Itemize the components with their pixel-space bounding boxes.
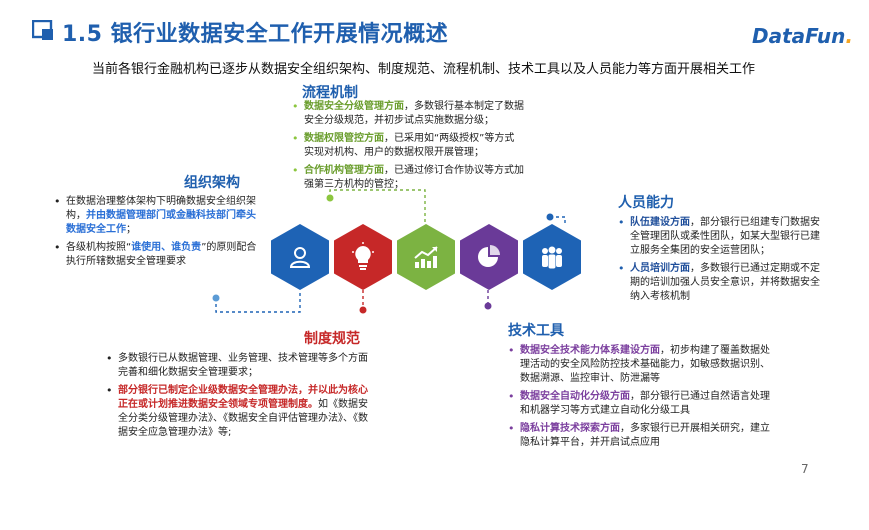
list-item: 人员培训方面，多数银行已通过定期或不定期的培训加强人员安全意识，并将数据安全纳入…	[618, 262, 824, 304]
datafun-logo: DataFun.	[752, 24, 853, 48]
tech-list: 数据安全技术能力体系建设方面，初步构建了覆盖数据处理活动的安全风险防控技术基础能…	[508, 344, 770, 454]
policy-item-1-text: 多数银行已从数据管理、业务管理、技术管理等多个方面完善和细化数据安全管理要求；	[118, 353, 368, 378]
process-title: 流程机制	[302, 85, 358, 101]
org-item-2-suffix: ”的原则配合执行所辖数据安全管理要求	[66, 242, 257, 267]
org-item-1-suffix: ；	[126, 224, 136, 235]
tech-item-3-keyword: 隐私计算技术探索方面	[520, 423, 620, 434]
tech-item-1-keyword: 数据安全技术能力体系建设方面	[520, 345, 660, 356]
list-item: 数据权限管控方面，已采用如“两级授权”等方式实现对机构、用户的数据权限开展管理；	[292, 132, 524, 160]
pie-chart-icon	[478, 245, 500, 267]
org-title: 组织架构	[184, 175, 240, 191]
org-item-2-text: 各级机构按照“	[66, 242, 132, 253]
process-item-3-keyword: 合作机构管理方面	[304, 165, 384, 176]
title-square-icon	[32, 20, 53, 40]
page-subtitle: 当前各银行金融机构已逐步从数据安全组织架构、制度规范、流程机制、技术工具以及人员…	[92, 62, 756, 77]
process-list: 数据安全分级管理方面，多数银行基本制定了数据安全分级规范，并初步试点实施数据分级…	[292, 100, 524, 196]
org-list: 在数据治理整体架构下明确数据安全组织架构，并由数据管理部门或金融科技部门牵头数据…	[54, 195, 264, 273]
process-item-1-keyword: 数据安全分级管理方面	[304, 101, 404, 112]
list-item: 隐私计算技术探索方面，多家银行已开展相关研究，建立隐私计算平台，并开启试点应用	[508, 422, 770, 450]
people-item-1-text: ，部分银行已组建专门数据安全管理团队或柔性团队，如某大型银行已建立服务全集团的安…	[630, 217, 820, 256]
person-icon	[289, 247, 311, 268]
process-item-3-text: ，已通过修订合作协议等方式加强第三方机构的管控；	[304, 165, 524, 190]
process-item-2-text: ，已采用如“两级授权”等方式实现对机构、用户的数据权限开展管理；	[304, 133, 515, 158]
process-item-2-keyword: 数据权限管控方面	[304, 133, 384, 144]
tech-item-2-keyword: 数据安全自动化分级方面	[520, 391, 630, 402]
people-item-2-keyword: 人员培训方面	[630, 263, 690, 274]
policy-item-2-text: 如《数据安全分类分级管理办法》、《数据安全自评估管理办法》、《数据安全应急管理办…	[118, 399, 368, 438]
org-item-1-keyword: 并由数据管理部门或金融科技部门牵头数据安全工作	[66, 210, 256, 235]
tech-item-2-text: ，部分银行已通过自然语言处理和机器学习等方式建立自动化分级工具	[520, 391, 770, 416]
people-list: 队伍建设方面，部分银行已组建专门数据安全管理团队或柔性团队，如某大型银行已建立服…	[618, 216, 824, 308]
list-item: 部分银行已制定企业级数据安全管理办法，并以此为核心正在或计划推进数据安全领域专项…	[106, 384, 374, 440]
list-item: 数据安全分级管理方面，多数银行基本制定了数据安全分级规范，并初步试点实施数据分级…	[292, 100, 524, 128]
logo-dot: .	[845, 24, 853, 48]
policy-item-2-keyword: 部分银行已制定企业级数据安全管理办法，并以此为核心正在或计划推进数据安全领域专项…	[118, 385, 368, 410]
trend-chart-icon	[414, 246, 438, 268]
people-item-1-keyword: 队伍建设方面	[630, 217, 690, 228]
policy-title: 制度规范	[304, 331, 360, 347]
list-item: 数据安全自动化分级方面，部分银行已通过自然语言处理和机器学习等方式建立自动化分级…	[508, 390, 770, 418]
tech-item-1-text: ，初步构建了覆盖数据处理活动的安全风险防控技术基础能力，如敏感数据识别、数据溯源…	[520, 345, 770, 384]
policy-list: 多数银行已从数据管理、业务管理、技术管理等多个方面完善和细化数据安全管理要求； …	[106, 352, 374, 444]
lightbulb-icon	[352, 242, 374, 270]
list-item: 各级机构按照“谁使用、谁负责”的原则配合执行所辖数据安全管理要求	[54, 241, 264, 269]
process-item-1-text: ，多数银行基本制定了数据安全分级规范，并初步试点实施数据分级；	[304, 101, 524, 126]
tech-title: 技术工具	[508, 323, 564, 339]
list-item: 合作机构管理方面，已通过修订合作协议等方式加强第三方机构的管控；	[292, 164, 524, 192]
people-hex	[523, 224, 581, 290]
tech-item-3-text: ，多家银行已开展相关研究，建立隐私计算平台，并开启试点应用	[520, 423, 770, 448]
page-title: 1.5 银行业数据安全工作开展情况概述	[62, 22, 449, 47]
team-icon	[542, 246, 562, 269]
list-item: 多数银行已从数据管理、业务管理、技术管理等多个方面完善和细化数据安全管理要求；	[106, 352, 374, 380]
list-item: 数据安全技术能力体系建设方面，初步构建了覆盖数据处理活动的安全风险防控技术基础能…	[508, 344, 770, 386]
page-number: 7	[801, 462, 809, 476]
logo-text: DataFun	[752, 24, 846, 48]
list-item: 在数据治理整体架构下明确数据安全组织架构，并由数据管理部门或金融科技部门牵头数据…	[54, 195, 264, 237]
people-title: 人员能力	[618, 195, 674, 211]
org-item-2-keyword: 谁使用、谁负责	[131, 242, 202, 253]
list-item: 队伍建设方面，部分银行已组建专门数据安全管理团队或柔性团队，如某大型银行已建立服…	[618, 216, 824, 258]
people-item-2-text: ，多数银行已通过定期或不定期的培训加强人员安全意识，并将数据安全纳入考核机制	[630, 263, 820, 302]
org-item-1-text: 在数据治理整体架构下明确数据安全组织架构，	[66, 196, 256, 221]
